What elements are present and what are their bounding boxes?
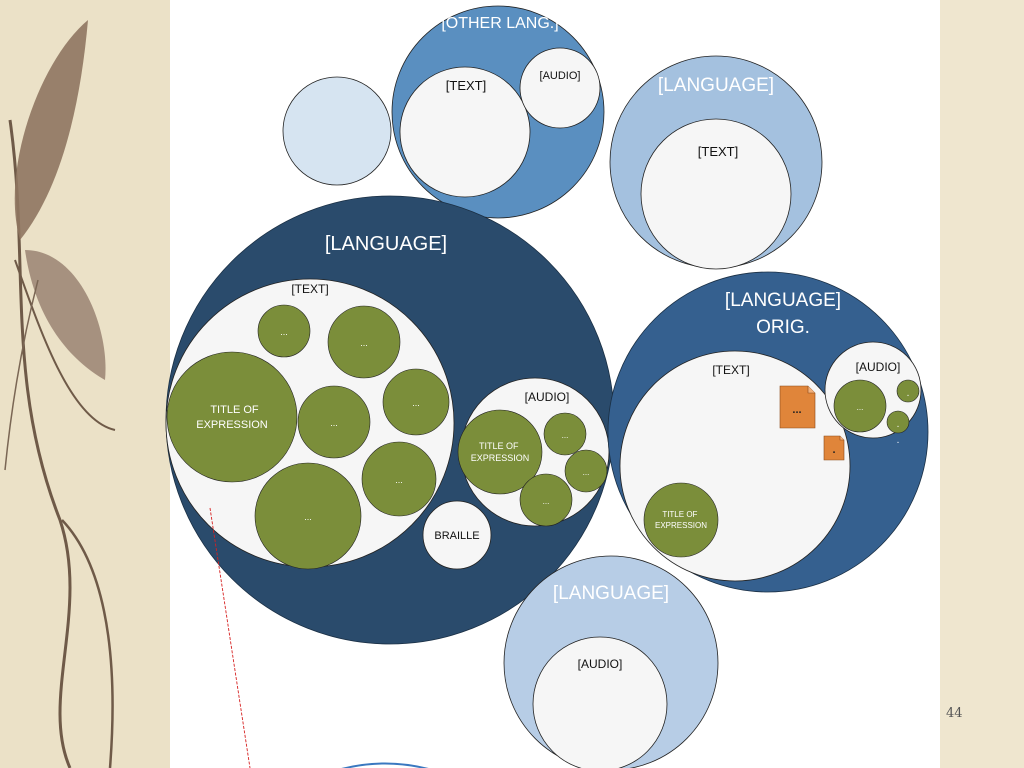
other-lang-group: [OTHER LANG.] [TEXT] [AUDIO] xyxy=(391,5,605,219)
other-lang-text-label: [TEXT] xyxy=(446,78,486,93)
green-bubble xyxy=(254,462,362,570)
other-lang-audio-circle xyxy=(519,47,601,129)
green-bubble xyxy=(257,304,311,358)
other-lang-text-circle xyxy=(399,66,531,198)
small-green-bubble xyxy=(896,379,920,403)
braille-label: BRAILLE xyxy=(434,530,479,542)
document-icon-large: ... xyxy=(779,385,816,429)
small-green-bubble-label: . xyxy=(907,388,910,399)
green-bubble xyxy=(519,473,573,527)
title-of-expression-label: TITLE OF EXPRESSION xyxy=(196,404,268,431)
language-main-title: [LANGUAGE] xyxy=(325,233,447,255)
language-top-right-title: [LANGUAGE] xyxy=(658,75,774,96)
language-top-right-group: [LANGUAGE] [TEXT] xyxy=(609,55,823,270)
language-bottom-audio-circle xyxy=(532,636,668,768)
audio-title-line1: TITLE OF xyxy=(479,441,519,451)
green-bubble xyxy=(297,385,371,459)
green-bubble xyxy=(327,305,401,379)
document-icon-small: . xyxy=(823,435,845,461)
language-orig-audio-label: [AUDIO] xyxy=(856,360,901,374)
language-main-text-label: [TEXT] xyxy=(291,282,328,296)
empty-pale-circle xyxy=(282,76,392,186)
red-connector-line xyxy=(209,507,251,768)
audio-title-of-expression-bubble xyxy=(457,409,543,495)
other-lang-audio-label: [AUDIO] xyxy=(540,70,581,82)
language-bottom-group: [LANGUAGE] [AUDIO] xyxy=(503,555,719,768)
language-main-audio-label: [AUDIO] xyxy=(525,390,570,404)
page-number: 44 xyxy=(946,706,963,721)
green-bubble-label: ... xyxy=(304,512,312,522)
language-bottom-title: [LANGUAGE] xyxy=(553,583,669,604)
green-bubble-label: ... xyxy=(543,497,550,506)
small-green-bubble xyxy=(886,410,910,434)
language-orig-text-circle xyxy=(619,350,851,582)
partial-circle-arc xyxy=(341,762,429,768)
language-orig-title-line2: ORIG. xyxy=(756,317,810,338)
green-bubble-label: ... xyxy=(583,468,590,477)
language-orig-group: [LANGUAGE] ORIG. [TEXT] ... . TITLE OF E… xyxy=(607,271,929,593)
green-bubble-label: ... xyxy=(330,418,338,428)
green-bubble xyxy=(382,368,450,436)
document-icon-small-label: . xyxy=(832,444,835,456)
orig-title-line2: EXPRESSION xyxy=(655,521,707,530)
orig-title-of-expression-label: TITLE OF EXPRESSION xyxy=(655,510,707,530)
title-of-expression-line2: EXPRESSION xyxy=(196,419,268,431)
braille-circle xyxy=(422,500,492,570)
audio-title-line2: EXPRESSION xyxy=(471,453,530,463)
green-bubble-label: ... xyxy=(360,338,368,348)
title-of-expression-bubble xyxy=(166,351,298,483)
small-green-bubble-label: . xyxy=(897,419,900,430)
green-bubble-label: ... xyxy=(562,431,569,440)
green-bubble-label: ... xyxy=(857,403,864,412)
language-main-group: [LANGUAGE] [TEXT] ... ... ... ... ... ..… xyxy=(165,195,615,645)
leaf-branch-decoration xyxy=(0,0,170,768)
language-top-right-text-circle xyxy=(640,118,792,270)
green-bubble xyxy=(543,412,587,456)
green-bubble xyxy=(564,449,608,493)
green-bubble-label: ... xyxy=(412,398,420,408)
green-bubble xyxy=(361,441,437,517)
stray-dot: . xyxy=(897,435,900,446)
orig-title-of-expression-bubble xyxy=(643,482,719,558)
language-orig-text-label: [TEXT] xyxy=(712,363,749,377)
document-icon-large-label: ... xyxy=(792,404,801,416)
audio-title-of-expression-label: TITLE OF EXPRESSION xyxy=(471,441,530,463)
language-top-right-text-label: [TEXT] xyxy=(698,144,738,159)
green-bubble-label: ... xyxy=(395,475,403,485)
language-bottom-audio-label: [AUDIO] xyxy=(578,657,623,671)
green-bubble-label: ... xyxy=(280,327,288,337)
language-orig-title-line1: [LANGUAGE] xyxy=(725,290,841,311)
title-of-expression-line1: TITLE OF xyxy=(210,404,259,416)
green-bubble xyxy=(833,379,887,433)
other-lang-title: [OTHER LANG.] xyxy=(441,15,558,32)
orig-title-line1: TITLE OF xyxy=(662,510,697,519)
